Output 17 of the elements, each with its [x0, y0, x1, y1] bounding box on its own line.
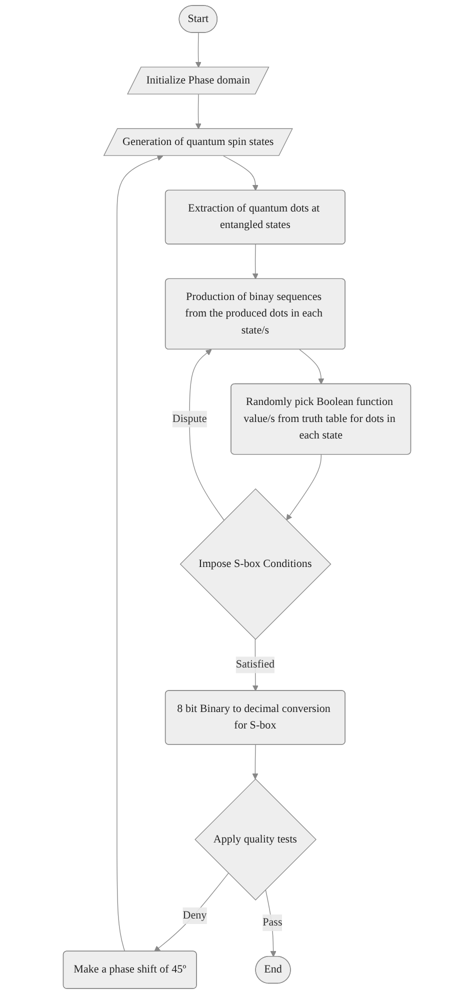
arrow: [252, 744, 258, 780]
arrow: [223, 156, 258, 191]
edge-label: Dispute: [172, 412, 207, 425]
arrow: [299, 349, 324, 384]
arrow: [195, 32, 202, 68]
arrow: [286, 454, 322, 520]
node-diamond: Apply quality tests: [194, 778, 316, 900]
edge-label: Pass: [262, 916, 282, 928]
arrow: [265, 889, 276, 957]
arrow: [189, 349, 224, 520]
edge-label: Deny: [182, 909, 207, 922]
node-diamond: Impose S-box Conditions: [180, 488, 332, 640]
arrow: [252, 244, 258, 280]
arrow: [195, 94, 202, 130]
edge-label: Satisfied: [236, 658, 275, 670]
arrow: [116, 154, 164, 952]
arrow: [154, 872, 229, 952]
